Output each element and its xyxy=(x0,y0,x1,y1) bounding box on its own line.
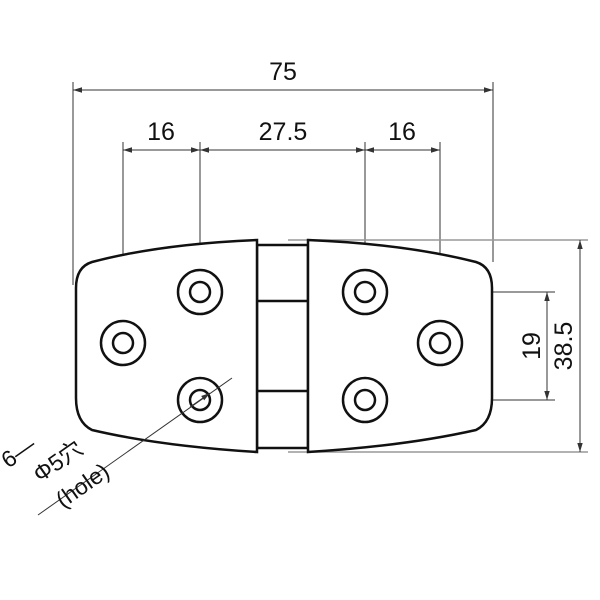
dim-hole-spacing-center: 27.5 xyxy=(259,118,308,146)
hole xyxy=(341,268,389,316)
dim-hole-spacing-right: 16 xyxy=(388,118,416,146)
hole xyxy=(176,268,224,316)
hole xyxy=(416,319,464,367)
dim-hole-spacing-left: 16 xyxy=(147,118,175,146)
hole xyxy=(176,376,224,424)
hinge-knuckle xyxy=(255,243,310,450)
hole xyxy=(341,376,389,424)
right-leaf xyxy=(306,238,494,454)
dim-hole-vertical-spacing: 19 xyxy=(518,332,546,360)
holes xyxy=(99,268,464,424)
dim-overall-width: 75 xyxy=(269,58,297,86)
dimension-lines xyxy=(73,87,583,452)
dim-overall-height: 38.5 xyxy=(550,322,578,371)
hole xyxy=(99,319,147,367)
left-leaf xyxy=(74,238,259,454)
